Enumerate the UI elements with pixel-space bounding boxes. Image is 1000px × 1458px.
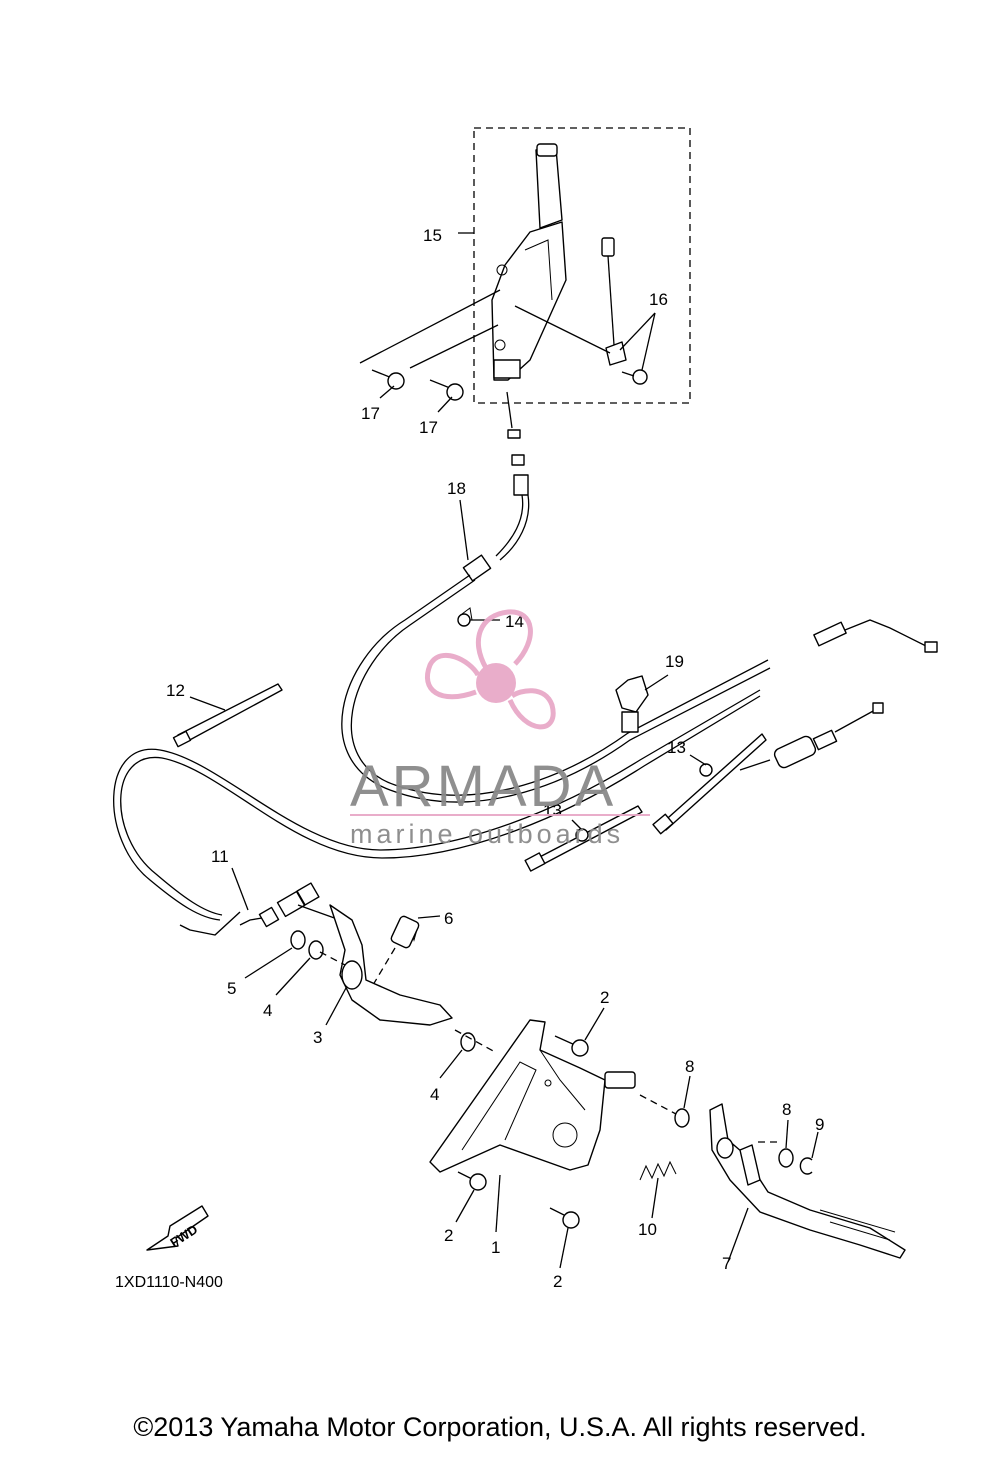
- washer-4b: [439, 1032, 476, 1079]
- callout-8: 8: [782, 1100, 791, 1119]
- callout-8: 8: [685, 1057, 694, 1076]
- callout-17: 17: [361, 404, 380, 423]
- washer-8a: [674, 1075, 691, 1128]
- callout-10: 10: [638, 1220, 657, 1239]
- bolt-17b: [429, 379, 464, 401]
- bolt-2a: [554, 1007, 605, 1057]
- switch-16: [601, 237, 648, 385]
- callout-1: 1: [491, 1238, 500, 1257]
- bell-crank-3: [319, 904, 496, 1053]
- armada-watermark: ARMADA marine outboards: [350, 609, 650, 849]
- callout-16: 16: [649, 290, 668, 309]
- callout-12: 12: [166, 681, 185, 700]
- callout-7: 7: [722, 1254, 731, 1273]
- callout-15: 15: [423, 226, 442, 245]
- cable-tie-13b: [524, 805, 643, 872]
- callout-3: 3: [313, 1028, 322, 1047]
- pedal-7: [709, 1103, 906, 1263]
- watermark-tagline: marine outboards: [350, 819, 624, 849]
- callout-11: 11: [211, 847, 229, 866]
- fwd-arrow-icon: FWD: [146, 1205, 209, 1251]
- callout-6: 6: [444, 909, 453, 928]
- bolt-2b: [455, 1171, 487, 1223]
- callout-9: 9: [815, 1115, 824, 1134]
- callout-2: 2: [444, 1226, 453, 1245]
- bolt-2c: [549, 1207, 580, 1269]
- copyright-footer: ©2013 Yamaha Motor Corporation, U.S.A. A…: [133, 1412, 867, 1442]
- cable-tie-13a: [652, 733, 767, 835]
- callout-18: 18: [447, 479, 466, 498]
- bolt-17a: [371, 369, 405, 390]
- clamp-19: [615, 674, 669, 733]
- parking-lever: [491, 143, 567, 381]
- callout-5: 5: [227, 979, 236, 998]
- callout-19: 19: [665, 652, 684, 671]
- callout-4: 4: [430, 1085, 439, 1104]
- washer-4a: [275, 940, 324, 996]
- watermark-brand: ARMADA: [350, 754, 616, 819]
- callout-17: 17: [419, 418, 438, 437]
- clip-9: [799, 1131, 819, 1175]
- callout-14: 14: [505, 612, 524, 631]
- callout-2: 2: [600, 988, 609, 1007]
- cable-tie-12: [172, 683, 283, 748]
- washer-5: [244, 930, 306, 979]
- cable-18: [341, 391, 938, 803]
- spring-6: [369, 915, 441, 991]
- cable-11: [113, 689, 761, 936]
- callout-4: 4: [263, 1001, 272, 1020]
- spring-10: [639, 1160, 677, 1219]
- assembly-15-box: [473, 127, 691, 404]
- callout-13: 13: [667, 738, 686, 757]
- parts-diagram: FWD 1 2 2 2 2 3 4 4 5 6 7 8 8 9 10 11 12…: [113, 127, 938, 1291]
- callouts: 1 2 2 2 2 3 4 4 5 6 7 8 8 9 10 11 12 13 …: [166, 226, 824, 1291]
- diagram-code: 1XD1110-N400: [115, 1274, 223, 1291]
- washer-8b: [778, 1119, 794, 1168]
- propeller-logo-icon: [424, 609, 556, 730]
- bracket-1: [429, 1019, 636, 1233]
- cable-end-right: [739, 702, 884, 771]
- callout-2: 2: [553, 1272, 562, 1291]
